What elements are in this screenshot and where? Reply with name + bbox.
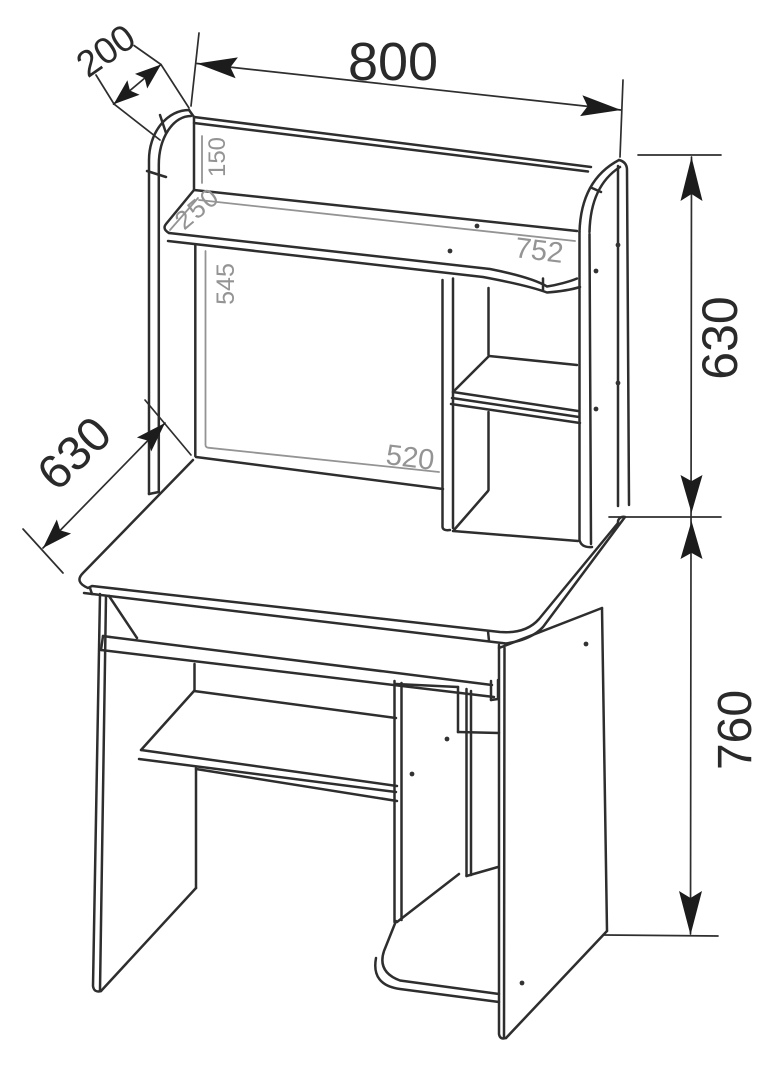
- svg-text:520: 520: [384, 439, 436, 477]
- svg-text:752: 752: [513, 232, 565, 270]
- svg-text:800: 800: [348, 32, 438, 92]
- svg-text:760: 760: [709, 690, 762, 770]
- svg-text:545: 545: [212, 263, 240, 305]
- svg-text:150: 150: [204, 137, 231, 177]
- svg-text:630: 630: [692, 296, 748, 379]
